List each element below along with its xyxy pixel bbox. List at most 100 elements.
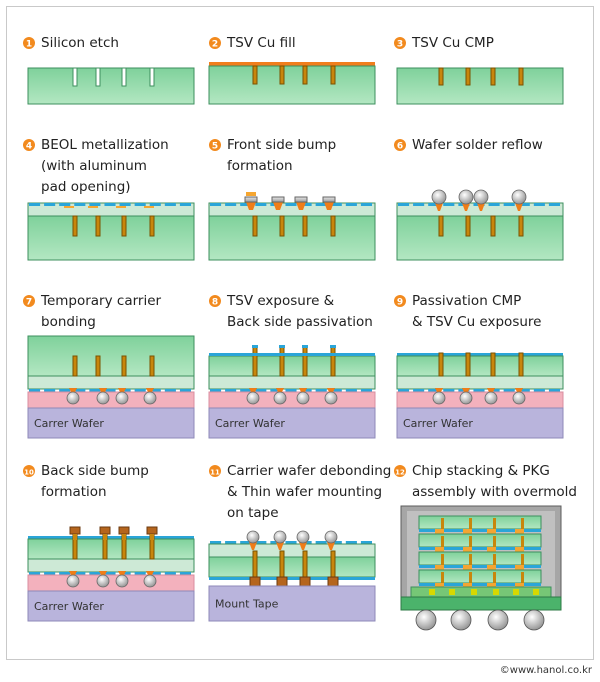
passivation-segment [119, 572, 131, 575]
front-bump [244, 196, 258, 210]
step-text-line: bonding [41, 314, 96, 330]
passivation-segment [428, 389, 440, 392]
passivation-segment [345, 203, 357, 206]
bump-stem [246, 202, 256, 210]
carrier-wafer-7 [27, 407, 195, 439]
solder-ball-sphere [66, 574, 80, 588]
solder-ball-sphere [511, 189, 527, 205]
passivation-segment [428, 203, 440, 206]
tsv-via [72, 215, 78, 237]
back-side-bump [146, 526, 158, 540]
bump-cap [294, 196, 308, 203]
solder-ball [66, 571, 80, 588]
step-text-line: & Thin wafer mounting [227, 484, 382, 500]
back-bump-cap [118, 526, 130, 535]
step-badge-icon [209, 465, 221, 477]
die-tsv [441, 518, 444, 532]
step-text-line: Carrier wafer debonding [227, 463, 391, 479]
passivation-segment [255, 389, 267, 392]
solder-ball-sphere [96, 391, 110, 405]
passivation-segment [164, 389, 176, 392]
back-bump [299, 576, 311, 587]
solder-ball-sphere [66, 391, 80, 405]
back-bump-post [73, 534, 77, 540]
micro-bump [487, 565, 496, 570]
step-number: 5 [212, 142, 218, 152]
passivation-segment [74, 572, 86, 575]
solder-ball [66, 388, 80, 405]
front-bump [322, 196, 336, 210]
solder-ball [115, 388, 129, 405]
step-text-line: TSV exposure & [226, 293, 335, 309]
step-number: 11 [210, 469, 220, 477]
beol-layer [27, 375, 195, 390]
passivation-segment [179, 389, 191, 392]
die-tsv [493, 572, 496, 586]
die-passivation [419, 583, 541, 586]
micro-bump [463, 547, 472, 552]
passivation-segment [89, 203, 101, 206]
solder-ball-sphere [431, 189, 447, 205]
bump-stem [324, 202, 334, 210]
bump-cap [244, 196, 258, 203]
passivation-segment [240, 203, 252, 206]
passivation-segment [104, 389, 116, 392]
beol-layer [208, 375, 376, 390]
solder-ball [96, 571, 110, 588]
micro-bump [487, 529, 496, 534]
die-tsv [469, 536, 472, 550]
step-badge-icon [23, 139, 35, 151]
wafer-silicon [27, 215, 195, 261]
step-text-line: formation [227, 158, 293, 174]
tsv-via [518, 215, 524, 237]
copyright-text: ©www.hanol.co.kr [499, 665, 592, 676]
passivation-segment [488, 389, 500, 392]
step-text-line: (with aluminum [41, 158, 147, 174]
passivation-segment [149, 203, 161, 206]
passivation-segment [398, 389, 410, 392]
tsv-via [279, 215, 285, 237]
bump-stem [487, 388, 495, 394]
die-tsv [469, 518, 472, 532]
passivation-segment [134, 389, 146, 392]
solder-ball-sphere [273, 391, 287, 405]
tsv-via [490, 352, 496, 377]
temporary-bond-layer [27, 574, 195, 592]
micro-bump [463, 583, 472, 588]
package-solder-ball [487, 609, 509, 631]
tsv-via [330, 550, 336, 578]
solder-ball-sphere [115, 574, 129, 588]
tsv-via [279, 346, 285, 377]
solder-ball-sphere [458, 189, 474, 205]
step-text-line: Silicon etch [41, 35, 119, 51]
passivation-segment [315, 389, 327, 392]
tsv-via [279, 550, 285, 578]
beol-layer [396, 375, 564, 390]
tsv-via [121, 355, 127, 377]
solder-ball-sphere [473, 189, 489, 205]
passivation-segment [300, 203, 312, 206]
carrier-wafer-10 [27, 590, 195, 622]
tsv-via [149, 215, 155, 237]
step-text-line: TSV Cu fill [226, 35, 296, 51]
micro-bump [487, 547, 496, 552]
passivation-segment [255, 541, 267, 544]
front-bump [271, 196, 285, 210]
passivation-segment [360, 541, 372, 544]
back-bump-post [122, 534, 126, 540]
step-text-line: Front side bump [227, 137, 336, 153]
tsv-via [302, 215, 308, 237]
die-tsv [521, 518, 524, 532]
tsv-via [95, 215, 101, 237]
passivation-segment [44, 203, 56, 206]
step-text-line: formation [41, 484, 107, 500]
back-bump [327, 576, 339, 587]
step-text-line: Passivation CMP [412, 293, 521, 309]
bump-stem [435, 388, 443, 394]
